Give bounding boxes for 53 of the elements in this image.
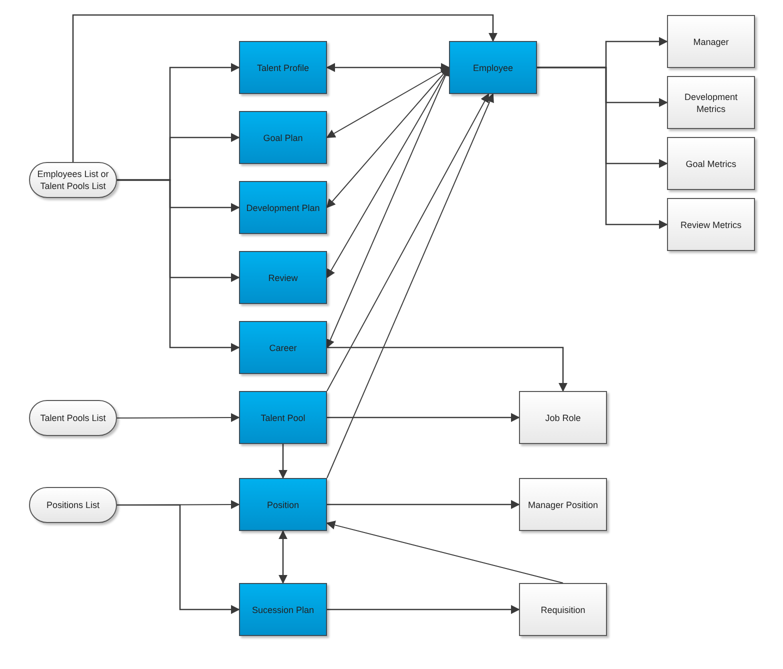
arrow xyxy=(327,605,520,614)
arrow xyxy=(278,530,288,584)
arrow xyxy=(326,93,490,392)
entity-box xyxy=(239,181,327,234)
related-item-box xyxy=(519,391,607,444)
arrow xyxy=(326,93,494,478)
node-label: Manager Position xyxy=(528,498,598,510)
arrow xyxy=(326,520,564,584)
data-source-pill xyxy=(29,400,117,436)
node-label: Positions List xyxy=(46,499,100,511)
entity-box xyxy=(239,391,327,444)
node-label: Manager xyxy=(693,36,729,48)
node-label: Sucession Plan xyxy=(252,604,314,616)
arrow xyxy=(117,179,240,352)
node-label: Talent Profile xyxy=(256,62,310,74)
node-label: Employee xyxy=(472,62,514,74)
related-item-box xyxy=(519,478,607,531)
node-label: Review xyxy=(268,272,298,284)
related-item-box xyxy=(519,583,607,636)
arrow xyxy=(537,66,668,229)
node-label: Review Metrics xyxy=(680,218,742,230)
node-label: Goal Metrics xyxy=(686,158,736,170)
arrow xyxy=(327,500,520,509)
entity-box xyxy=(239,251,327,304)
related-item-box xyxy=(667,198,755,251)
related-item-box xyxy=(667,137,755,190)
node-label: Talent Pool xyxy=(260,412,306,424)
node-label: Goal Plan xyxy=(263,132,303,144)
node-label: Employees List or Talent Pools List xyxy=(36,168,110,192)
data-source-pill xyxy=(29,487,117,523)
node-label: Position xyxy=(266,498,300,510)
arrow xyxy=(278,444,288,479)
node-label: Talent Pools List xyxy=(40,412,106,424)
node-label: Development Metrics xyxy=(683,90,739,114)
related-item-box xyxy=(667,76,755,129)
node-label: Job Role xyxy=(545,412,581,424)
entity-box xyxy=(239,41,327,94)
arrow xyxy=(72,14,498,162)
data-source-pill xyxy=(29,162,117,198)
entity-box xyxy=(239,583,327,636)
entity-box xyxy=(239,111,327,164)
related-item-box xyxy=(667,15,755,68)
arrow xyxy=(327,346,568,392)
entity-box xyxy=(449,41,537,94)
node-label: Development Plan xyxy=(246,202,320,214)
entity-box xyxy=(239,478,327,531)
entity-box xyxy=(239,321,327,374)
arrow xyxy=(326,63,450,72)
arrow xyxy=(117,504,240,614)
node-label: Career xyxy=(269,342,297,354)
arrow xyxy=(116,413,240,422)
node-label: Requisition xyxy=(540,604,586,616)
arrow xyxy=(327,413,520,422)
